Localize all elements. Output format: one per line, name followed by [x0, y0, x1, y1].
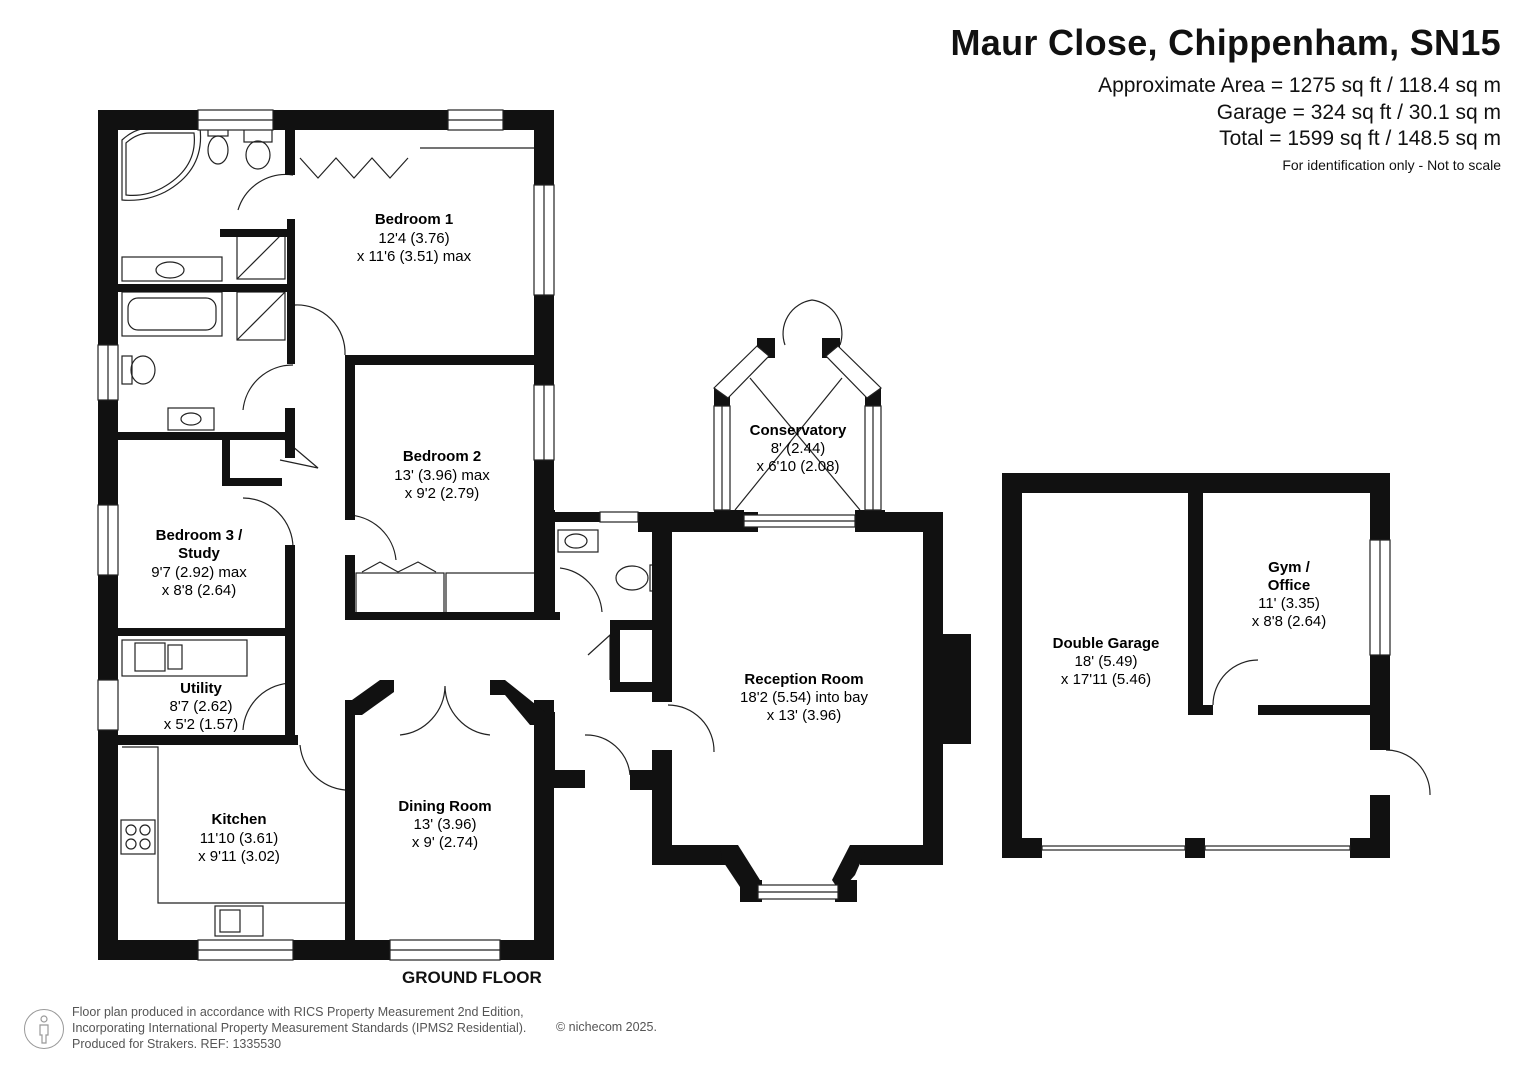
- scale-note: For identification only - Not to scale: [1282, 157, 1501, 173]
- dining-name: Dining Room: [398, 798, 491, 815]
- kitchen-name: Kitchen: [211, 811, 266, 828]
- gym-dim-2: x 8'8 (2.64): [1252, 613, 1327, 630]
- bedroom2-dim-2: x 9'2 (2.79): [405, 485, 480, 502]
- garage-name: Double Garage: [1053, 635, 1160, 652]
- dining-dim-1: 13' (3.96): [414, 816, 477, 833]
- garage-area: Garage = 324 sq ft / 30.1 sq m: [1216, 101, 1501, 124]
- garage-dim-1: 18' (5.49): [1075, 653, 1138, 670]
- kitchen-dim-1: 11'10 (3.61): [200, 830, 278, 847]
- bedroom1-dim-2: x 11'6 (3.51) max: [357, 248, 472, 265]
- conservatory-name: Conservatory: [750, 422, 847, 439]
- bedroom3-dim-1: 9'7 (2.92) max: [151, 564, 247, 581]
- conservatory-dim-1: 8' (2.44): [771, 440, 826, 457]
- garage-dim-2: x 17'11 (5.46): [1061, 671, 1151, 688]
- gym-name-2: Office: [1268, 577, 1311, 594]
- kitchen-dim-2: x 9'11 (3.02): [198, 848, 280, 865]
- utility-name: Utility: [180, 680, 222, 697]
- reception-dim-2: x 13' (3.96): [767, 707, 842, 724]
- page-title: Maur Close, Chippenham, SN15: [950, 22, 1501, 63]
- utility-dim-2: x 5'2 (1.57): [164, 716, 239, 733]
- bedroom2-dim-1: 13' (3.96) max: [394, 467, 490, 484]
- bedroom2-name: Bedroom 2: [403, 448, 481, 465]
- footer-line-1: Floor plan produced in accordance with R…: [72, 1005, 524, 1019]
- approximate-area: Approximate Area = 1275 sq ft / 118.4 sq…: [1098, 74, 1501, 97]
- footer-line-3: Produced for Strakers. REF: 1335530: [72, 1037, 282, 1051]
- gym-dim-1: 11' (3.35): [1258, 595, 1320, 612]
- bedroom1-name: Bedroom 1: [375, 211, 453, 228]
- person-icon: [24, 1009, 64, 1049]
- bedroom3-name-2: Study: [178, 545, 220, 562]
- gym-name-1: Gym /: [1268, 559, 1311, 576]
- copyright: © nichecom 2025.: [556, 1020, 657, 1034]
- bedroom1-dim-1: 12'4 (3.76): [378, 230, 449, 247]
- total-area: Total = 1599 sq ft / 148.5 sq m: [1219, 127, 1501, 150]
- utility-dim-1: 8'7 (2.62): [170, 698, 233, 715]
- footer-line-2: Incorporating International Property Mea…: [72, 1021, 527, 1035]
- footer-notes: Floor plan produced in accordance with R…: [72, 1004, 526, 1052]
- reception-name: Reception Room: [744, 671, 863, 688]
- bedroom3-dim-2: x 8'8 (2.64): [162, 582, 237, 599]
- windows: [97, 109, 1391, 961]
- dining-dim-2: x 9' (2.74): [412, 834, 478, 851]
- bedroom3-name-1: Bedroom 3 /: [156, 527, 244, 544]
- reception-dim-1: 18'2 (5.54) into bay: [740, 689, 868, 706]
- conservatory-dim-2: x 6'10 (2.08): [757, 458, 840, 475]
- floor-label: GROUND FLOOR: [402, 968, 542, 987]
